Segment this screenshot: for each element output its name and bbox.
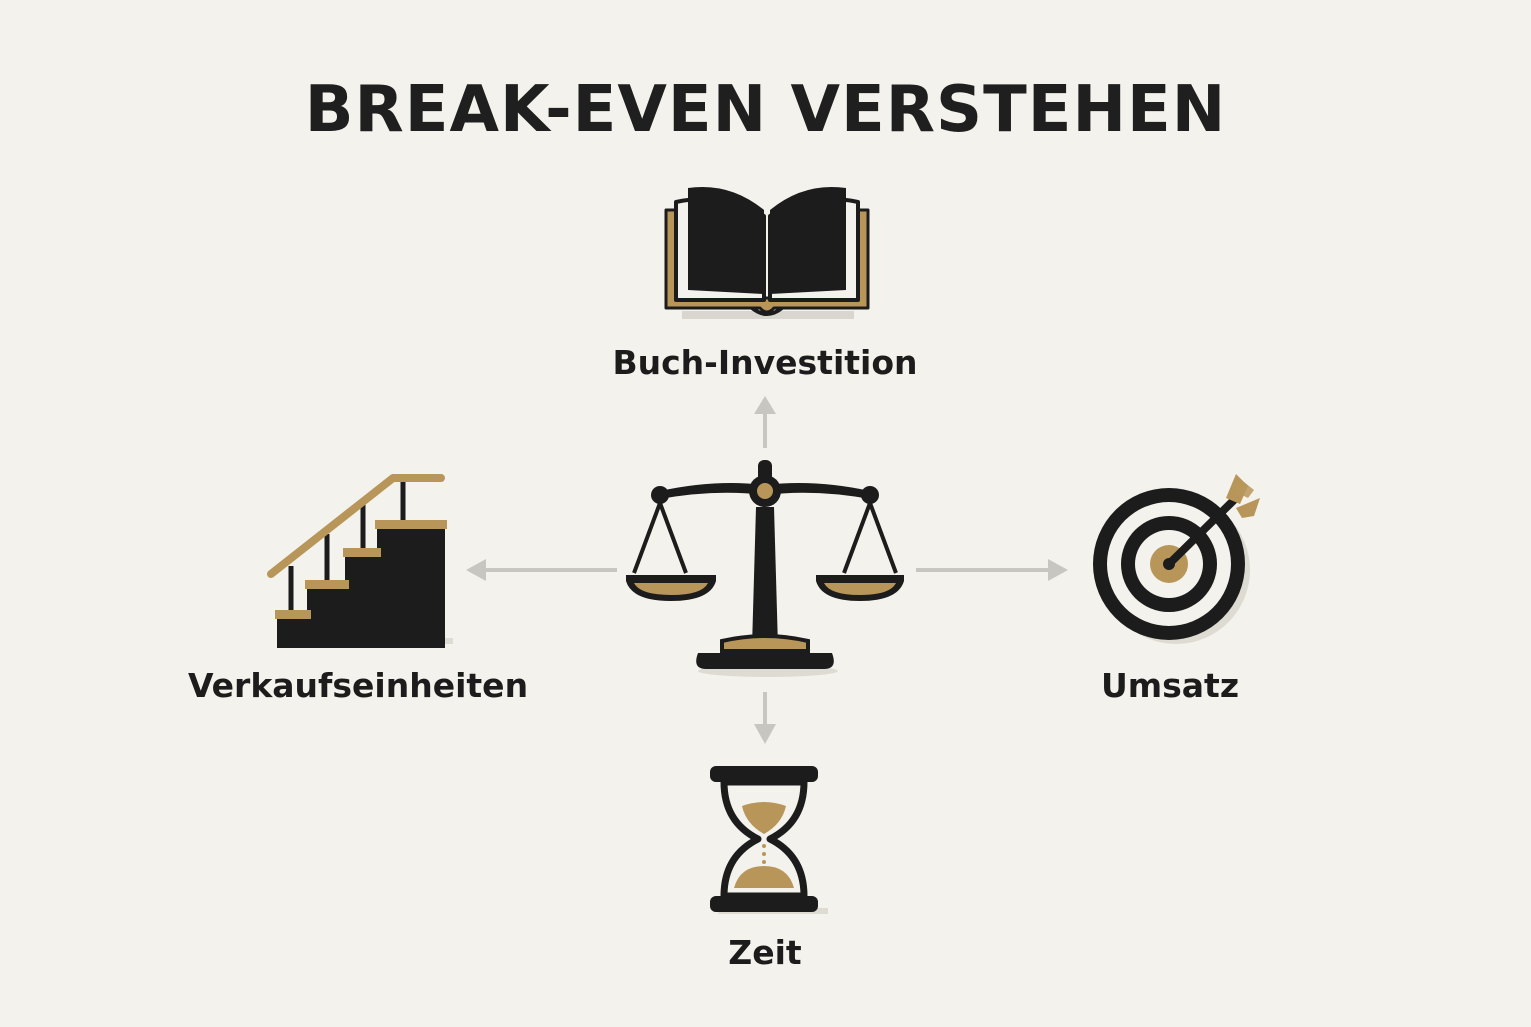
arrow-left (466, 559, 617, 581)
diagram-title: BREAK-EVEN VERSTEHEN (304, 73, 1227, 147)
arrow-down (754, 692, 776, 744)
arrow-up (754, 396, 776, 448)
node-label-buch-investition: Buch-Investition (612, 343, 918, 382)
node-label-zeit: Zeit (728, 933, 802, 972)
hourglass-icon (710, 766, 828, 914)
target-icon (1093, 474, 1260, 644)
balance-scale-icon (626, 460, 904, 677)
stairs-icon (267, 474, 453, 648)
node-label-verkaufseinheiten: Verkaufseinheiten (187, 666, 529, 705)
node-label-umsatz: Umsatz (1100, 666, 1240, 705)
book-icon (664, 186, 870, 319)
arrow-right (916, 559, 1068, 581)
